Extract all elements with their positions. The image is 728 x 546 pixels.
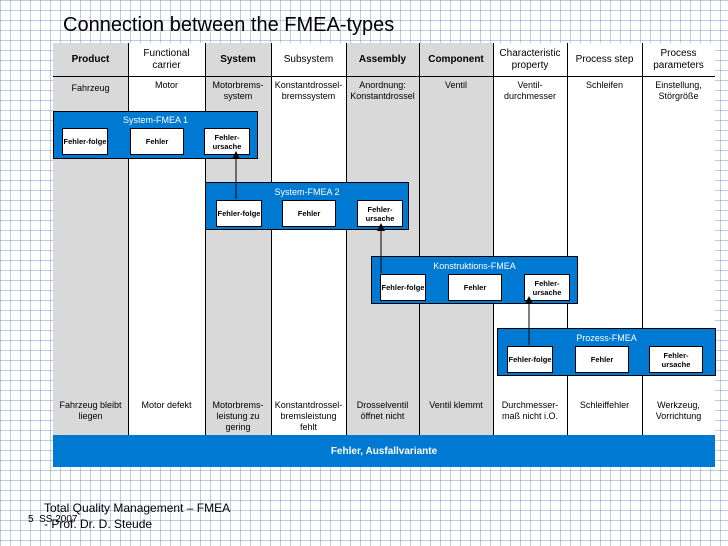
fehlerfolge-box: Fehler-folge (380, 274, 426, 301)
failure-process-step: Schleiffehler (579, 400, 630, 410)
failure-product: Fahrzeug bleibt liegen (59, 400, 122, 421)
fehler-box: Fehler (575, 346, 629, 373)
column-divider (493, 43, 494, 435)
header-system: System (220, 53, 256, 65)
header-component: Component (428, 53, 484, 65)
row-divider (53, 76, 715, 77)
example-process-step: Schleifen (585, 80, 624, 90)
example-system: Motorbrems-system (212, 80, 264, 101)
fehler-box: Fehler (282, 200, 336, 227)
header-functional-carrier: Functional carrier (143, 47, 190, 71)
failure-characteristic: Durchmesser-maß nicht i.O. (501, 400, 559, 421)
header-product: Product (71, 53, 110, 65)
fehler-box: Fehler (130, 128, 184, 155)
header-process-step: Process step (575, 53, 634, 65)
column-divider (419, 43, 420, 435)
example-functional-carrier: Motor (154, 80, 178, 90)
prozess-fmea-box: Prozess-FMEA Fehler-folge Fehler Fehler-… (497, 328, 716, 376)
column-divider (128, 43, 129, 435)
failure-subsystem: Konstantdrossel-bremsleistung fehlt (274, 400, 343, 432)
fehler-ausfallvariante-bar: Fehler, Ausfallvariante (53, 435, 715, 467)
page-title: Connection between the FMEA-types (63, 14, 395, 36)
example-assembly: Anordnung: Konstantdrossel (350, 80, 415, 101)
prozess-fmea-title: Prozess-FMEA (576, 333, 637, 343)
fehlerfolge-box: Fehler-folge (62, 128, 108, 155)
page-number: 5 SS 2007 (28, 514, 78, 525)
fehlerfolge-box: Fehler-folge (507, 346, 553, 373)
column-divider (205, 43, 206, 435)
column-divider (567, 43, 568, 435)
column-divider (642, 43, 643, 435)
column-divider (346, 43, 347, 435)
example-subsystem: Konstantdrossel-bremssystem (274, 80, 343, 101)
header-characteristic-property: Characteristic property (499, 47, 561, 71)
system-fmea-2-title: System-FMEA 2 (274, 187, 340, 197)
fehlerursache-box: Fehler-ursache (204, 128, 250, 155)
failure-process-parameters: Werkzeug, Vorrichtung (655, 400, 702, 421)
failure-functional-carrier: Motor defekt (141, 400, 192, 410)
fehlerursache-box: Fehler-ursache (649, 346, 703, 373)
header-process-parameters: Process parameters (653, 47, 704, 71)
example-product: Fahrzeug (71, 83, 110, 93)
header-assembly: Assembly (358, 53, 407, 65)
system-fmea-1-box: System-FMEA 1 Fehler-folge Fehler Fehler… (53, 111, 258, 159)
column-subsystem-bg (271, 43, 346, 435)
footer-text: Total Quality Management – FMEA - Prof. … (44, 501, 230, 531)
column-functional-carrier-bg (128, 43, 205, 435)
header-subsystem: Subsystem (283, 53, 334, 65)
failure-assembly: Drosselventil öffnet nicht (356, 400, 409, 421)
system-fmea-1-title: System-FMEA 1 (122, 115, 188, 125)
konstruktions-fmea-title: Konstruktions-FMEA (433, 261, 516, 271)
system-fmea-2-box: System-FMEA 2 Fehler-folge Fehler Fehler… (205, 182, 409, 230)
example-process-parameters: Einstellung, Störgröße (655, 80, 702, 101)
fehlerfolge-box: Fehler-folge (216, 200, 262, 227)
konstruktions-fmea-box: Konstruktions-FMEA Fehler-folge Fehler F… (371, 256, 578, 304)
example-characteristic: Ventil-durchmesser (503, 80, 557, 101)
example-component: Ventil (444, 80, 468, 90)
failure-component: Ventil klemmt (429, 400, 483, 410)
column-divider (271, 43, 272, 435)
fehler-box: Fehler (448, 274, 502, 301)
failure-system: Motorbrems-leistung zu gering (212, 400, 264, 432)
